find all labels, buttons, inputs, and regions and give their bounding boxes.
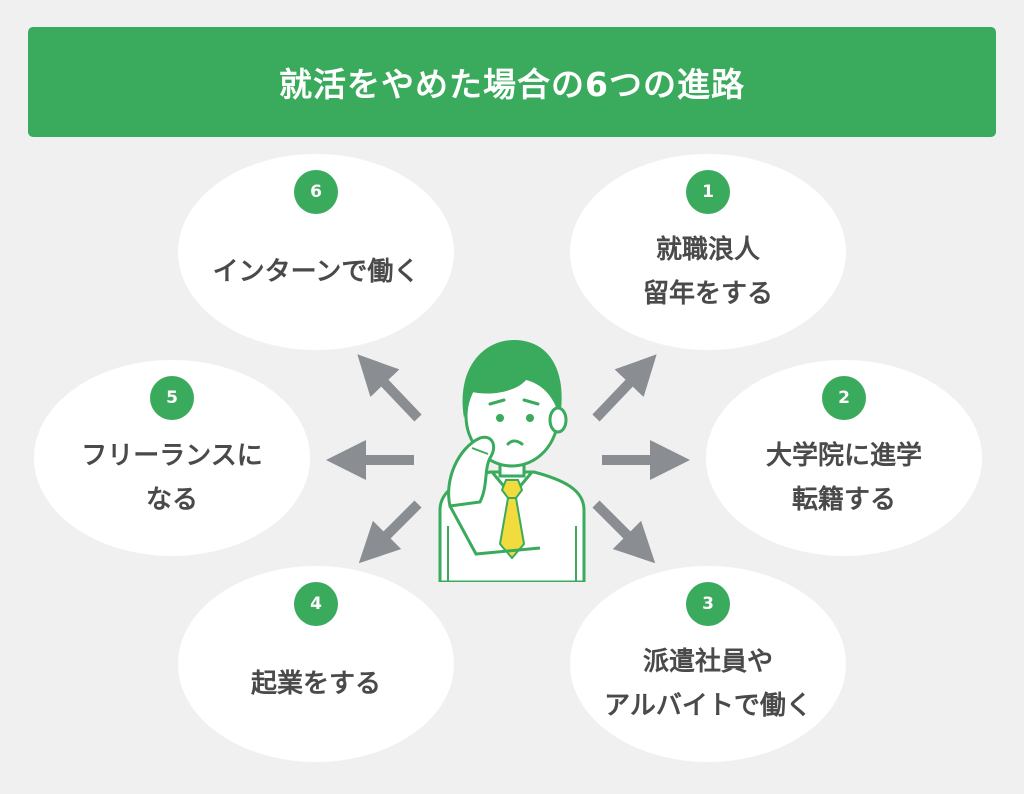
option-1-label: 就職浪人 留年をする — [570, 226, 846, 318]
option-2: 2 大学院に進学 転籍する — [706, 360, 982, 556]
option-5-badge: 5 — [150, 376, 194, 420]
option-6-badge: 6 — [294, 170, 338, 214]
option-6-line-1: インターンで働く — [212, 257, 420, 287]
option-3-badge: 3 — [686, 582, 730, 626]
option-5-line-1: フリーランスに — [81, 441, 263, 471]
option-2-line-2: 転籍する — [791, 485, 896, 515]
option-3-label: 派遣社員や アルバイトで働く — [570, 638, 846, 730]
arrow-icon — [592, 500, 656, 564]
option-3-line-2: アルバイトで働く — [604, 691, 812, 721]
option-5-label: フリーランスに なる — [34, 432, 310, 524]
option-3: 3 派遣社員や アルバイトで働く — [570, 566, 846, 762]
arrow-icon — [358, 500, 422, 564]
worried-student-icon — [438, 340, 586, 582]
option-1-badge: 1 — [686, 170, 730, 214]
option-4-line-1: 起業をする — [250, 669, 381, 699]
option-2-label: 大学院に進学 転籍する — [706, 432, 982, 524]
option-5: 5 フリーランスに なる — [34, 360, 310, 556]
option-4: 4 起業をする — [178, 566, 454, 762]
option-1-line-1: 就職浪人 — [655, 235, 760, 265]
arrow-icon — [592, 354, 657, 422]
option-5-line-2: なる — [145, 485, 198, 515]
option-1-line-2: 留年をする — [642, 279, 773, 309]
option-4-label: 起業をする — [178, 638, 454, 730]
option-2-line-1: 大学院に進学 — [765, 441, 922, 471]
option-2-badge: 2 — [822, 376, 866, 420]
title-banner: 就活をやめた場合の6つの進路 — [28, 27, 996, 137]
option-4-badge: 4 — [294, 582, 338, 626]
arrow-icon — [357, 354, 422, 422]
option-1: 1 就職浪人 留年をする — [570, 154, 846, 350]
page-title: 就活をやめた場合の6つの進路 — [279, 65, 745, 104]
option-3-line-1: 派遣社員や — [642, 647, 773, 677]
option-6-label: インターンで働く — [178, 226, 454, 318]
option-6: 6 インターンで働く — [178, 154, 454, 350]
